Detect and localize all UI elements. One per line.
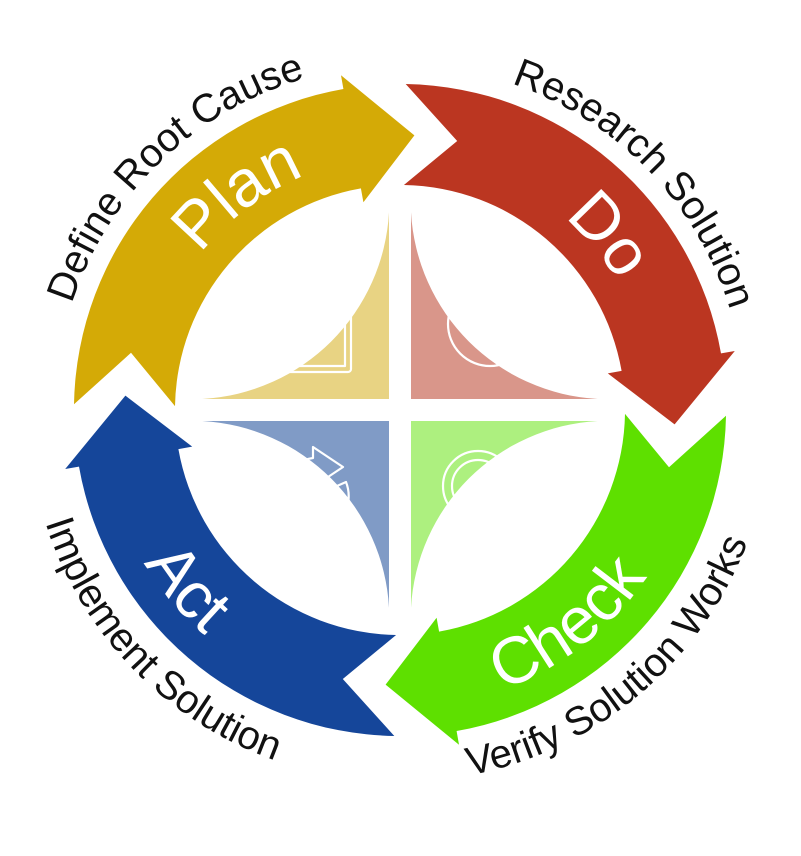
plan-quadrant [202,212,389,399]
refresh-icon [277,445,350,547]
plan-arrow [74,75,415,407]
check-quadrant [411,421,598,608]
check-arrow [385,413,726,745]
do-arrow [403,84,735,425]
act-arrow [65,395,397,736]
magnifier-icon [441,449,534,534]
clipboard-icon [281,281,353,374]
target-icon [446,280,547,368]
